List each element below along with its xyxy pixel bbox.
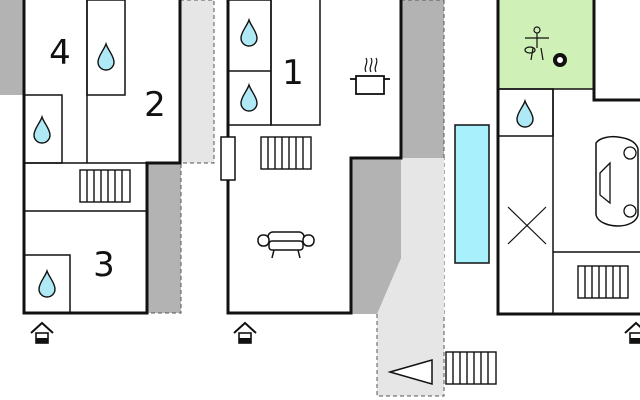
room-number-2: 2 xyxy=(144,85,166,125)
car-icon xyxy=(595,135,639,227)
stairs-icon xyxy=(445,351,497,385)
terrace-area xyxy=(179,0,215,164)
water-drop-icon xyxy=(33,116,51,144)
right-building xyxy=(496,0,640,344)
entrance-icon xyxy=(624,322,640,344)
interior-wall xyxy=(270,0,321,126)
bathroom xyxy=(86,0,126,96)
sofa-icon xyxy=(257,231,315,259)
kitchen-pot-icon xyxy=(350,57,390,95)
game-room xyxy=(498,0,594,89)
billiard-ball-icon xyxy=(553,53,567,67)
entrance-icon xyxy=(233,322,257,344)
water-drop-icon xyxy=(38,270,56,298)
bathroom xyxy=(23,254,71,314)
pool xyxy=(454,124,490,264)
water-drop-icon xyxy=(240,19,258,47)
building-wall xyxy=(226,0,403,315)
water-drop-icon xyxy=(240,84,258,112)
left-building: 4 2 3 xyxy=(0,0,215,344)
room-number-3: 3 xyxy=(93,245,115,285)
entrance-icon xyxy=(30,322,54,344)
water-drop-icon xyxy=(516,100,534,128)
stairs-icon xyxy=(79,169,131,203)
outdoor-strip xyxy=(0,0,24,95)
stairs-icon xyxy=(577,265,629,299)
room-number-1: 1 xyxy=(282,53,304,93)
outdoor-strip xyxy=(401,0,444,158)
terrace-area xyxy=(401,158,444,314)
room-number-4: 4 xyxy=(49,33,71,73)
stairs-icon xyxy=(260,136,312,170)
middle-building: 1 xyxy=(220,0,497,397)
cross-icon xyxy=(507,206,547,245)
outdoor-strip xyxy=(146,162,182,314)
building-wall xyxy=(592,0,640,102)
water-drop-icon xyxy=(97,43,115,71)
direction-arrow-icon xyxy=(387,359,433,385)
window xyxy=(220,136,236,181)
table-football-icon xyxy=(524,26,549,61)
interior-wall xyxy=(86,0,147,164)
